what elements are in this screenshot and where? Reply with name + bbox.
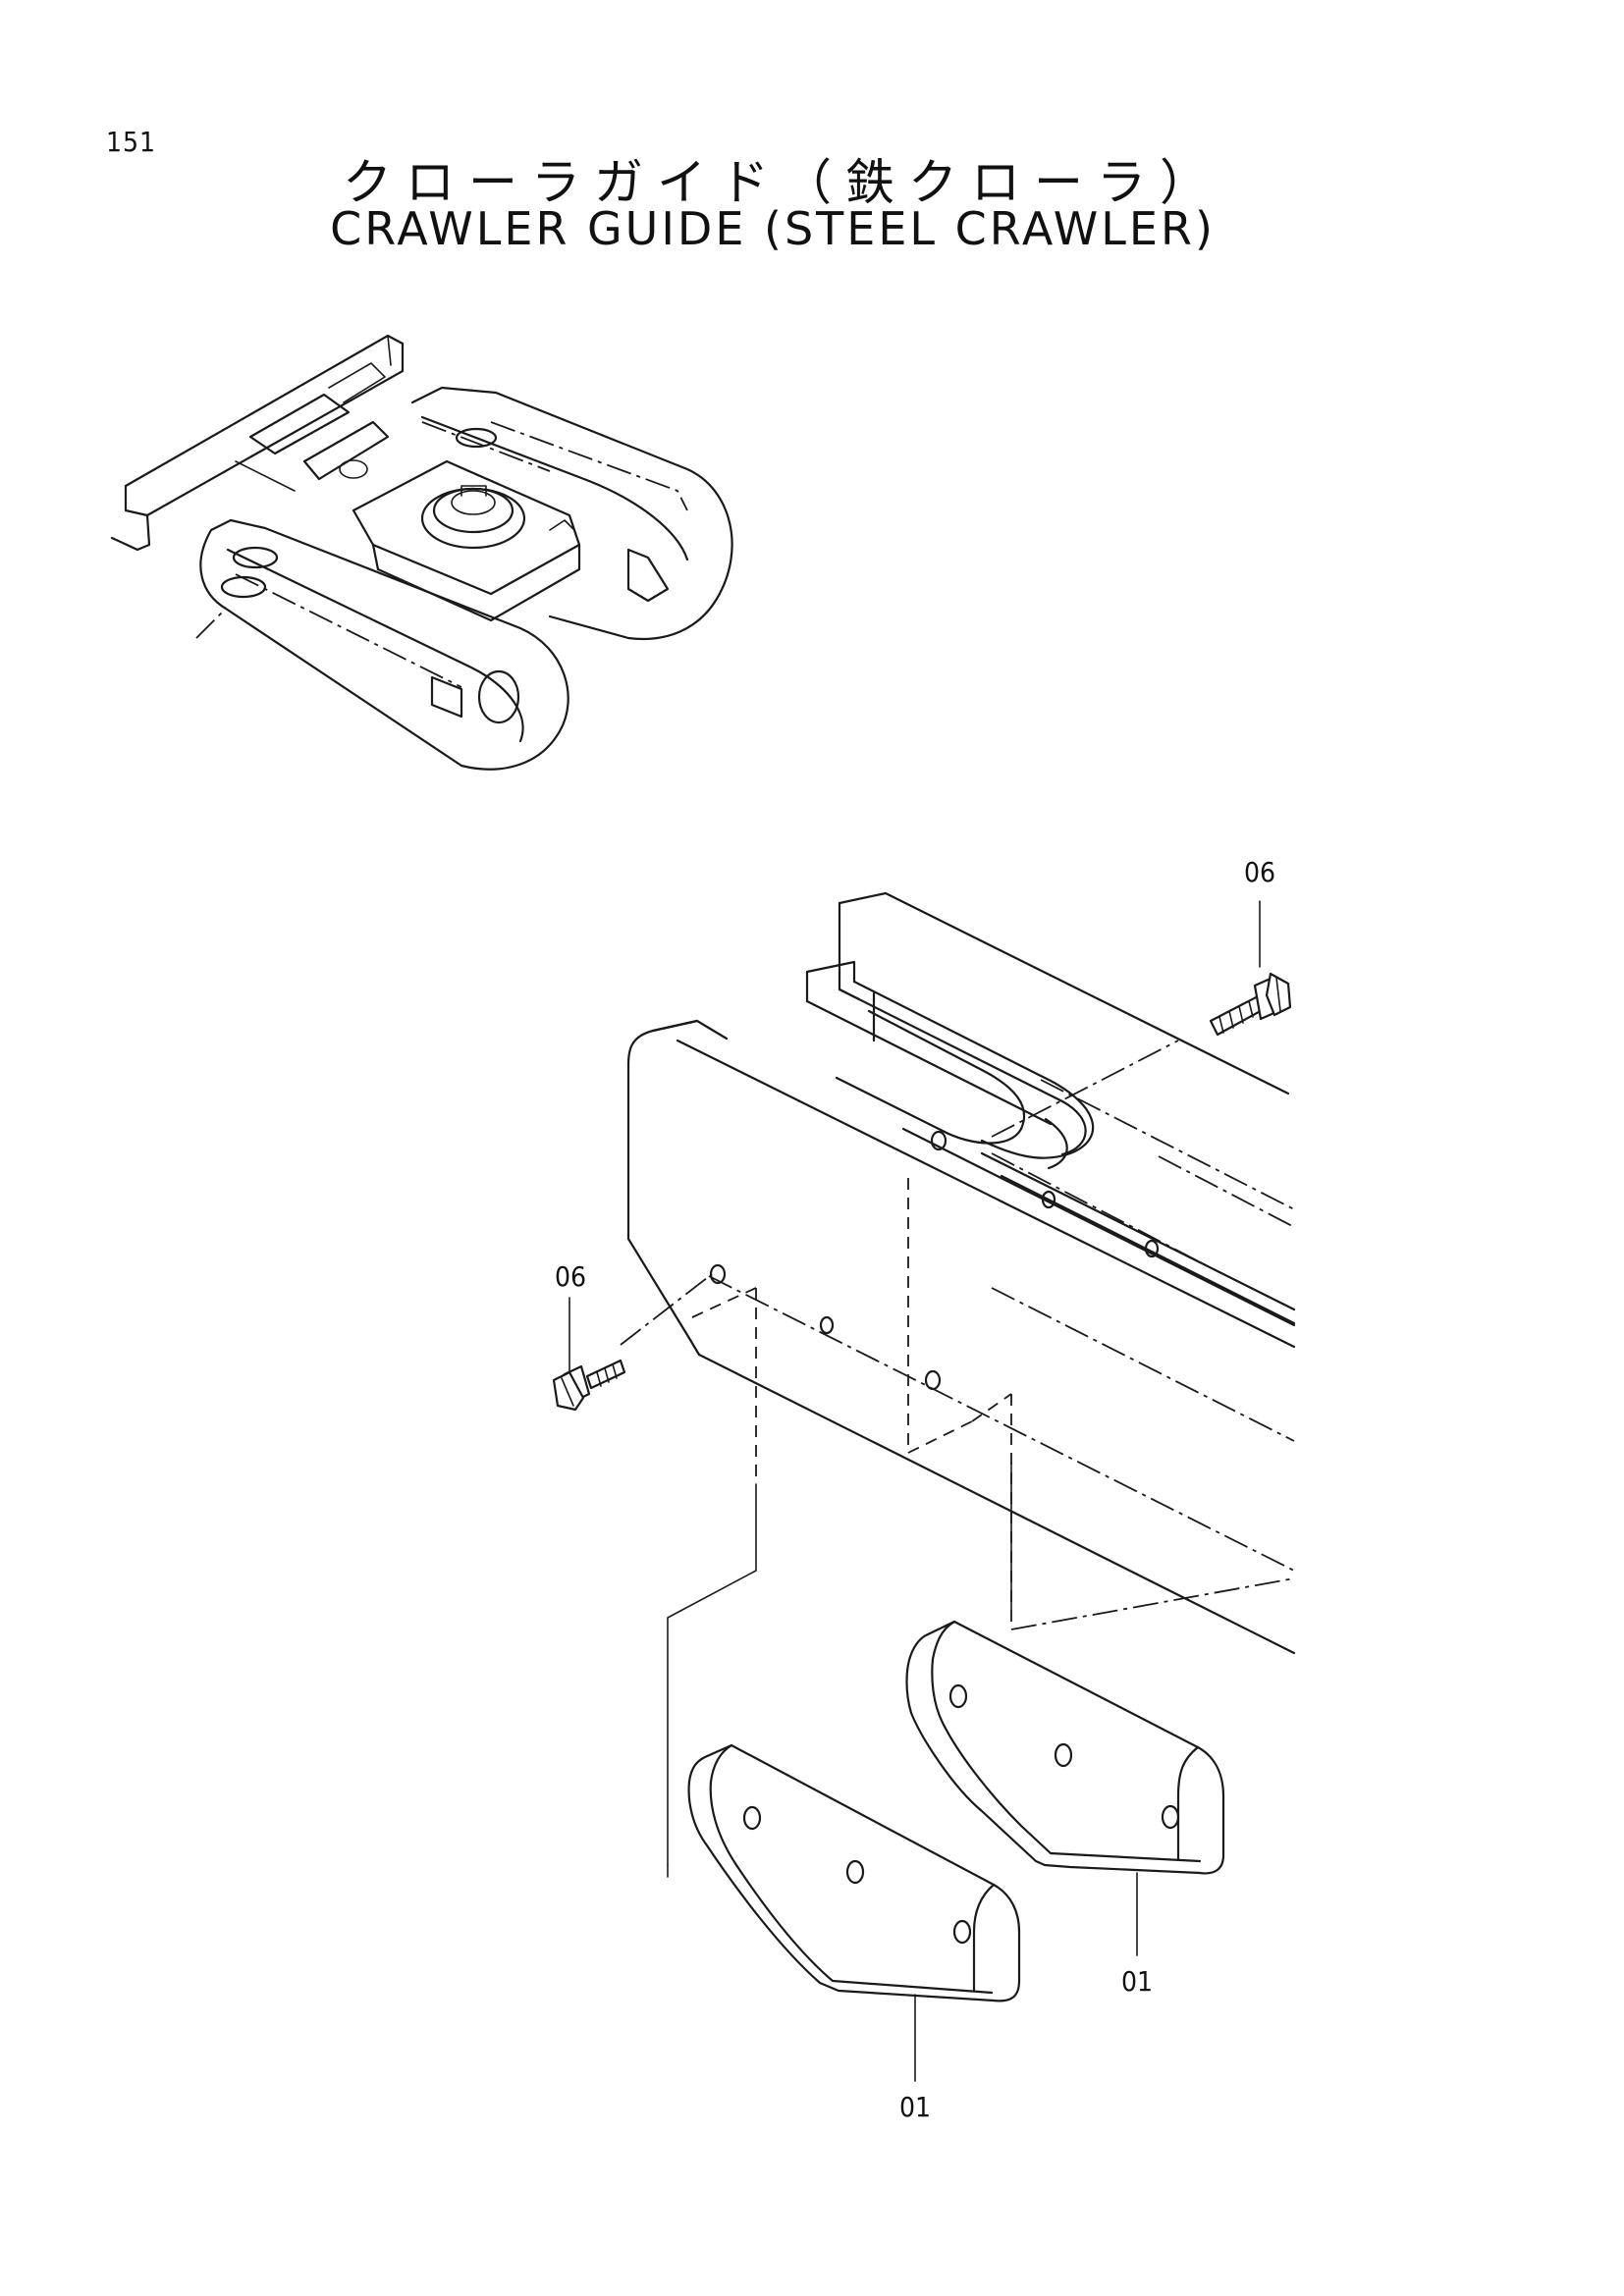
assembly-centerlines xyxy=(620,1040,1295,1866)
crawler-guide-plate-01-right xyxy=(905,1620,1225,1956)
bolt-06-right xyxy=(1209,900,1292,1037)
callout-bolt-right: 06 xyxy=(1244,856,1275,888)
callout-bolt-left: 06 xyxy=(555,1260,586,1293)
bolt-06-left xyxy=(552,1297,626,1412)
callout-guide-right: 01 xyxy=(1121,1965,1153,1998)
page-title-english: CRAWLER GUIDE (STEEL CRAWLER) xyxy=(330,202,1216,255)
page-number: 151 xyxy=(106,126,157,158)
undercarriage-overview-illustration xyxy=(110,334,733,771)
callout-guide-left: 01 xyxy=(899,2091,931,2123)
crawler-frame xyxy=(626,891,1296,1655)
page-title-japanese: クローラガイド（鉄クローラ） xyxy=(343,154,1222,211)
crawler-guide-plate-01-left xyxy=(667,1743,1021,2082)
